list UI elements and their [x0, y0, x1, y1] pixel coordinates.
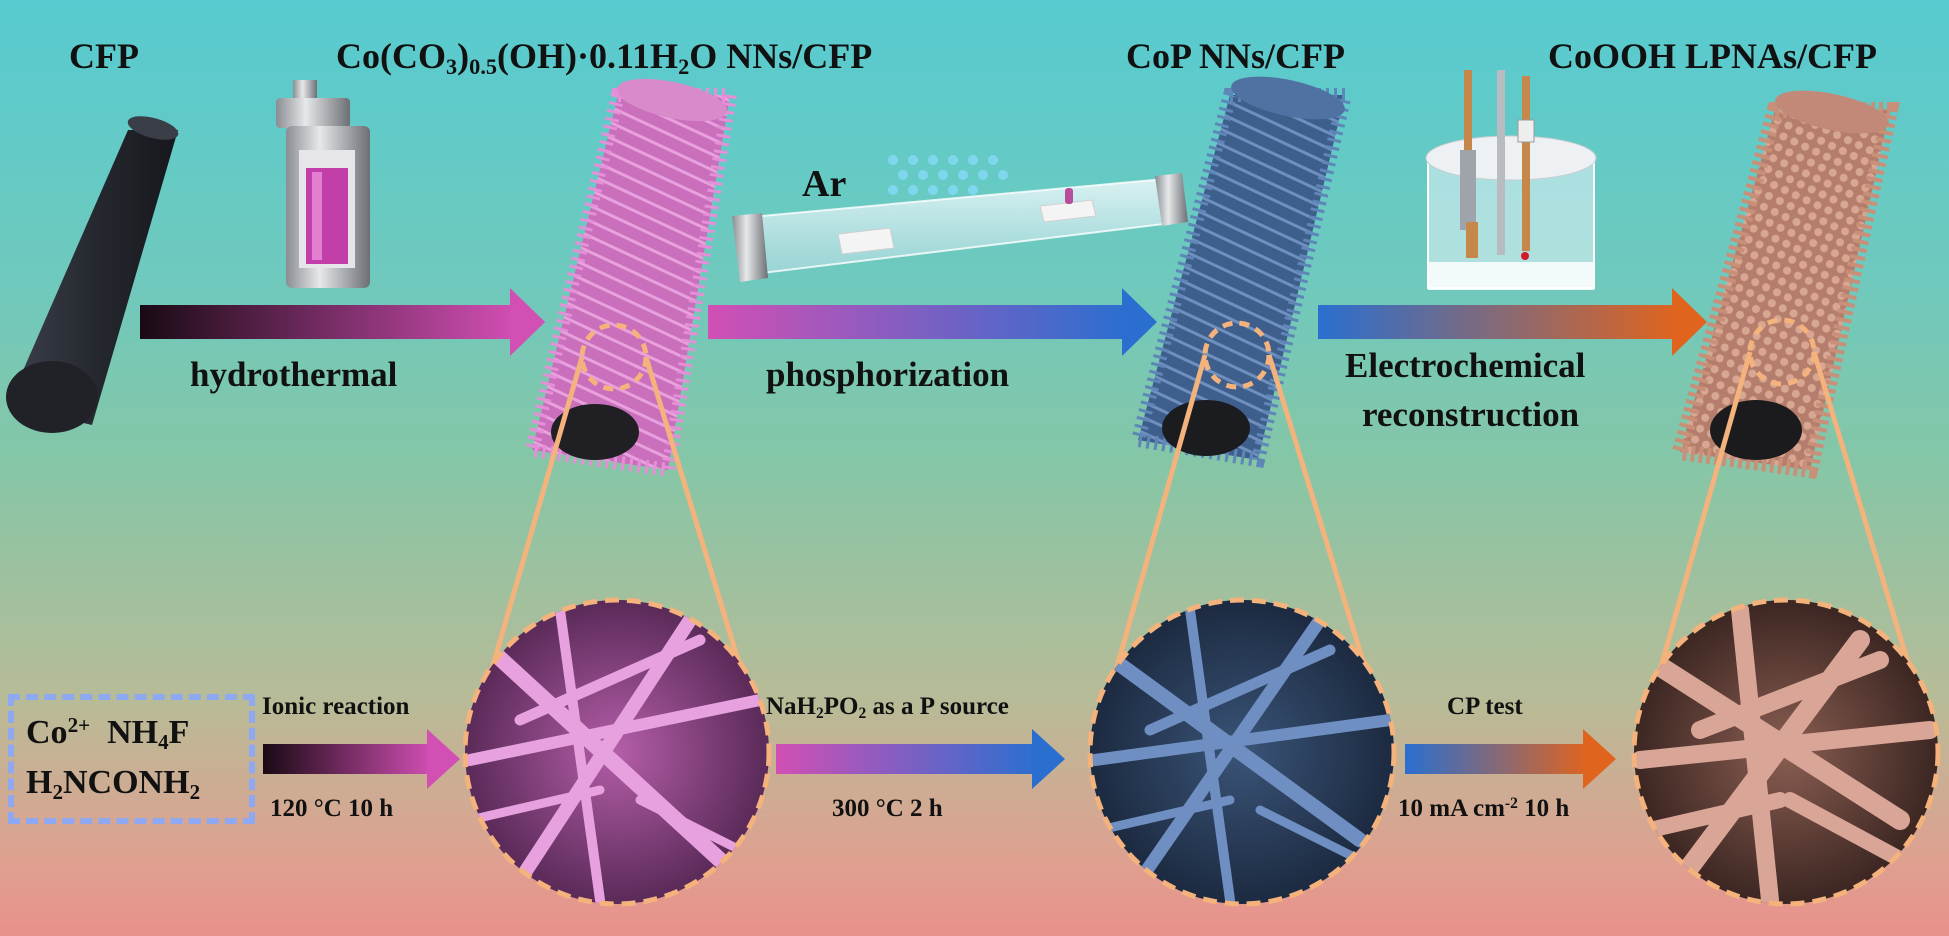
tube-furnace-icon	[732, 155, 1188, 282]
zoom-circle-cobalt-carbonate	[462, 597, 772, 907]
stage-title-cobalt-carbonate: Co(CO3)0.5(OH)·0.11H2O NNs/CFP	[336, 36, 873, 80]
arrow-hydrothermal	[140, 288, 545, 356]
condition-ionic-bottom: 120 °C 10 h	[270, 795, 394, 822]
arrow-phosphorus-source	[776, 729, 1065, 789]
autoclave-icon	[276, 80, 370, 288]
zoom-circle-cooh	[1631, 597, 1941, 907]
arrow-ionic-reaction	[263, 729, 460, 789]
gas-label-ar: Ar	[802, 163, 847, 205]
cooh-cylinder	[1669, 90, 1900, 479]
process-label-electrochemical-line1: Electrochemical	[1345, 346, 1586, 385]
condition-phos-bottom: 300 °C 2 h	[832, 795, 943, 822]
zoom-circle-cop	[1087, 597, 1397, 907]
cfp-cylinder	[6, 116, 179, 433]
process-label-electrochemical-line2: reconstruction	[1362, 395, 1580, 434]
reagent-line-1: Co2+ NH4F	[26, 713, 190, 754]
condition-cp-bottom: 10 mA cm-2 10 h	[1398, 795, 1570, 822]
cobalt-carbonate-cylinder	[523, 78, 739, 478]
arrow-phosphorization	[708, 288, 1157, 356]
process-label-phosphorization: phosphorization	[766, 355, 1010, 394]
reagent-box: Co2+ NH4F H2NCONH2	[8, 694, 255, 824]
condition-cp-top: CP test	[1447, 693, 1523, 720]
condition-phos-top: NaH2PO2 as a P source	[766, 693, 1009, 723]
stage-title-cop: CoP NNs/CFP	[1126, 36, 1345, 76]
electrochemical-cell-icon	[1425, 70, 1597, 290]
process-label-hydrothermal: hydrothermal	[190, 355, 398, 394]
stage-title-cfp: CFP	[69, 36, 139, 76]
condition-ionic-top: Ionic reaction	[262, 693, 410, 720]
stage-title-cooh: CoOOH LPNAs/CFP	[1548, 36, 1877, 76]
cop-cylinder	[1129, 76, 1354, 468]
reagent-line-2: H2NCONH2	[26, 764, 201, 804]
arrow-cp-test	[1405, 729, 1616, 789]
arrow-electrochemical	[1318, 288, 1707, 356]
